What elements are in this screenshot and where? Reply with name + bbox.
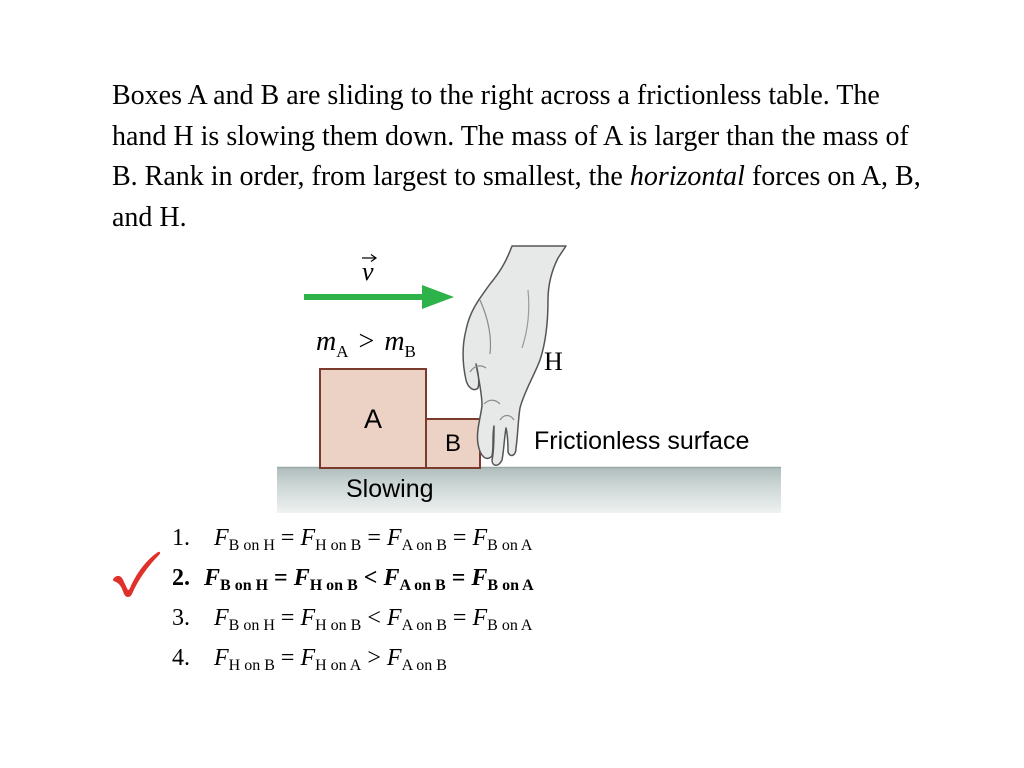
force-symbol: F	[204, 565, 221, 591]
relation-operator: =	[452, 525, 467, 551]
force-subscript: B on H	[228, 617, 275, 634]
force-subscript: B on H	[220, 577, 269, 594]
force-symbol: F	[300, 525, 316, 551]
hand-label: H	[544, 347, 563, 376]
force-symbol: F	[472, 525, 488, 551]
force-symbol: F	[386, 605, 402, 631]
hand-icon	[462, 245, 567, 466]
relation-operator: <	[367, 605, 381, 631]
relation-operator: =	[280, 525, 295, 551]
question-part-2: forces on A, B, and H.	[112, 161, 921, 233]
relation-operator: =	[451, 565, 466, 591]
table-surface	[277, 467, 781, 513]
force-subscript: A on B	[401, 657, 447, 674]
choice-3[interactable]: 3.FB on H=FH on B<FA on B=FB on A	[172, 598, 534, 638]
velocity-arrow	[304, 285, 454, 309]
mass-sub-a: A	[336, 342, 349, 361]
choice-number: 2.	[172, 565, 190, 591]
force-symbol: F	[472, 605, 488, 631]
mass-symbol-b: m	[384, 326, 404, 357]
mass-sub-b: B	[405, 342, 416, 361]
relation-operator: <	[363, 565, 378, 591]
answer-choices: 1.FB on H=FH on B=FA on B=FB on A 2.FB o…	[172, 518, 534, 678]
choice-2[interactable]: 2.FB on H=FH on B<FA on B=FB on A	[172, 558, 534, 598]
force-symbol: F	[214, 605, 229, 631]
question-emphasis: horizontal	[629, 161, 745, 192]
slowing-label: Slowing	[346, 475, 434, 503]
force-symbol: F	[300, 645, 316, 671]
force-subscript: B on A	[487, 537, 533, 554]
relation-operator: =	[280, 645, 295, 671]
box-b	[425, 418, 481, 469]
mass-symbol-a: m	[316, 326, 336, 357]
question-text: Boxes A and B are sliding to the right a…	[112, 76, 932, 238]
force-symbol: F	[386, 645, 402, 671]
force-symbol: F	[383, 565, 400, 591]
choice-number: 1.	[172, 525, 190, 551]
mass-relation: mA>mB	[316, 326, 416, 361]
force-subscript: B on A	[487, 617, 533, 634]
relation-operator: =	[452, 605, 467, 631]
force-subscript: H on A	[315, 657, 362, 674]
force-subscript: H on B	[228, 657, 275, 674]
force-subscript: B on A	[487, 577, 534, 594]
velocity-label: v	[362, 257, 374, 286]
force-subscript: A on B	[401, 617, 447, 634]
surface-label: Frictionless surface	[534, 427, 749, 455]
relation-operator: =	[274, 565, 288, 591]
force-subscript: A on B	[401, 537, 447, 554]
force-symbol: F	[293, 565, 310, 591]
checkmark-icon	[112, 551, 161, 597]
choice-number: 4.	[172, 645, 190, 671]
force-subscript: B on H	[228, 537, 275, 554]
force-symbol: F	[300, 605, 316, 631]
force-symbol: F	[386, 525, 402, 551]
box-b-label: B	[445, 430, 461, 457]
choice-1[interactable]: 1.FB on H=FH on B=FA on B=FB on A	[172, 518, 534, 558]
velocity-vector-arrow-icon	[362, 254, 378, 262]
force-subscript: H on B	[315, 617, 362, 634]
greater-than: >	[359, 326, 375, 357]
force-symbol: F	[214, 525, 229, 551]
box-a-label: A	[364, 404, 382, 434]
question-part-1: Boxes A and B are sliding to the right a…	[112, 80, 909, 192]
force-subscript: A on B	[399, 577, 446, 594]
force-subscript: H on B	[309, 577, 358, 594]
relation-operator: =	[280, 605, 295, 631]
force-subscript: H on B	[315, 537, 362, 554]
choice-number: 3.	[172, 605, 190, 631]
relation-operator: >	[367, 645, 381, 671]
relation-operator: =	[367, 525, 381, 551]
force-symbol: F	[214, 645, 229, 671]
box-a	[319, 368, 427, 469]
choice-4[interactable]: 4.FH on B=FH on A>FA on B	[172, 638, 534, 678]
force-symbol: F	[471, 565, 488, 591]
